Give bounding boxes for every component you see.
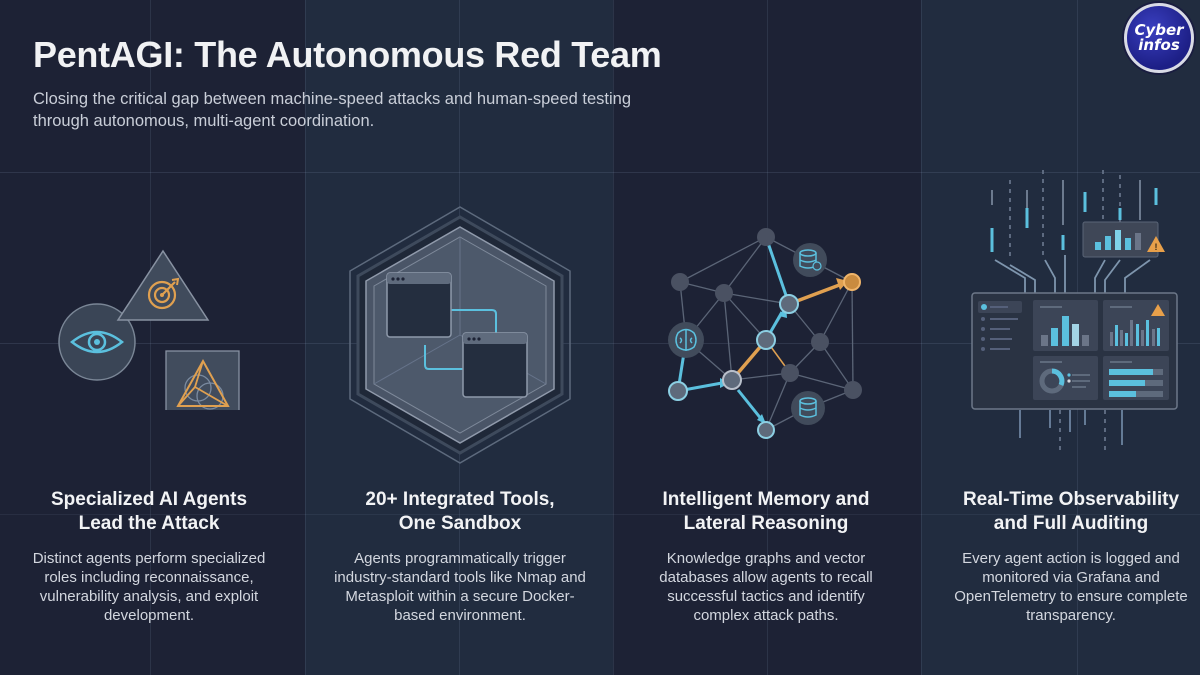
dashboard-icon: ! bbox=[971, 170, 1178, 450]
hexagon-sandbox-icon bbox=[349, 206, 571, 464]
bar-chart-icon bbox=[1033, 300, 1098, 351]
target-icon bbox=[116, 249, 210, 321]
agents-illustration bbox=[58, 249, 240, 410]
feature-title: 20+ Integrated Tools,One Sandbox bbox=[365, 489, 555, 534]
grid-line bbox=[0, 172, 1200, 173]
grid-line bbox=[613, 0, 614, 675]
header: PentAGI: The Autonomous Red Team Closing… bbox=[33, 34, 673, 132]
brain-icon bbox=[668, 322, 704, 358]
feature-description: Distinct agents perform specialized role… bbox=[32, 550, 266, 624]
svg-text:!: ! bbox=[1155, 242, 1158, 252]
sandbox-illustration bbox=[349, 206, 571, 464]
feature-column-tools: 20+ Integrated Tools,One Sandbox Agents … bbox=[315, 488, 605, 625]
logo-text-line1: Cyber bbox=[1134, 21, 1184, 39]
alert-chart-panel bbox=[1082, 221, 1159, 258]
feature-description: Knowledge graphs and vector databases al… bbox=[659, 550, 873, 624]
database-icon bbox=[791, 391, 825, 425]
logo-text-line2: infos bbox=[1138, 36, 1180, 54]
feature-description: Agents programmatically trigger industry… bbox=[334, 550, 586, 624]
feature-description: Every agent action is logged and monitor… bbox=[954, 550, 1188, 624]
page-title: PentAGI: The Autonomous Red Team bbox=[33, 34, 662, 75]
grid-line bbox=[921, 0, 922, 675]
warning-icon: ! bbox=[1147, 236, 1165, 252]
window-icon bbox=[462, 332, 528, 398]
window-icon bbox=[386, 272, 452, 338]
page-subtitle: Closing the critical gap between machine… bbox=[33, 90, 632, 130]
grid-line bbox=[0, 343, 1200, 344]
knowledge-graph-icon bbox=[668, 228, 862, 439]
grid-line bbox=[0, 514, 1200, 515]
eye-icon bbox=[58, 303, 136, 381]
cyberinfos-logo: Cyber infos bbox=[1124, 3, 1194, 73]
grid-line bbox=[150, 0, 151, 675]
triangle-network-icon bbox=[165, 350, 240, 410]
background-band bbox=[0, 0, 305, 675]
database-icon bbox=[793, 243, 827, 277]
grid-line bbox=[305, 0, 306, 675]
